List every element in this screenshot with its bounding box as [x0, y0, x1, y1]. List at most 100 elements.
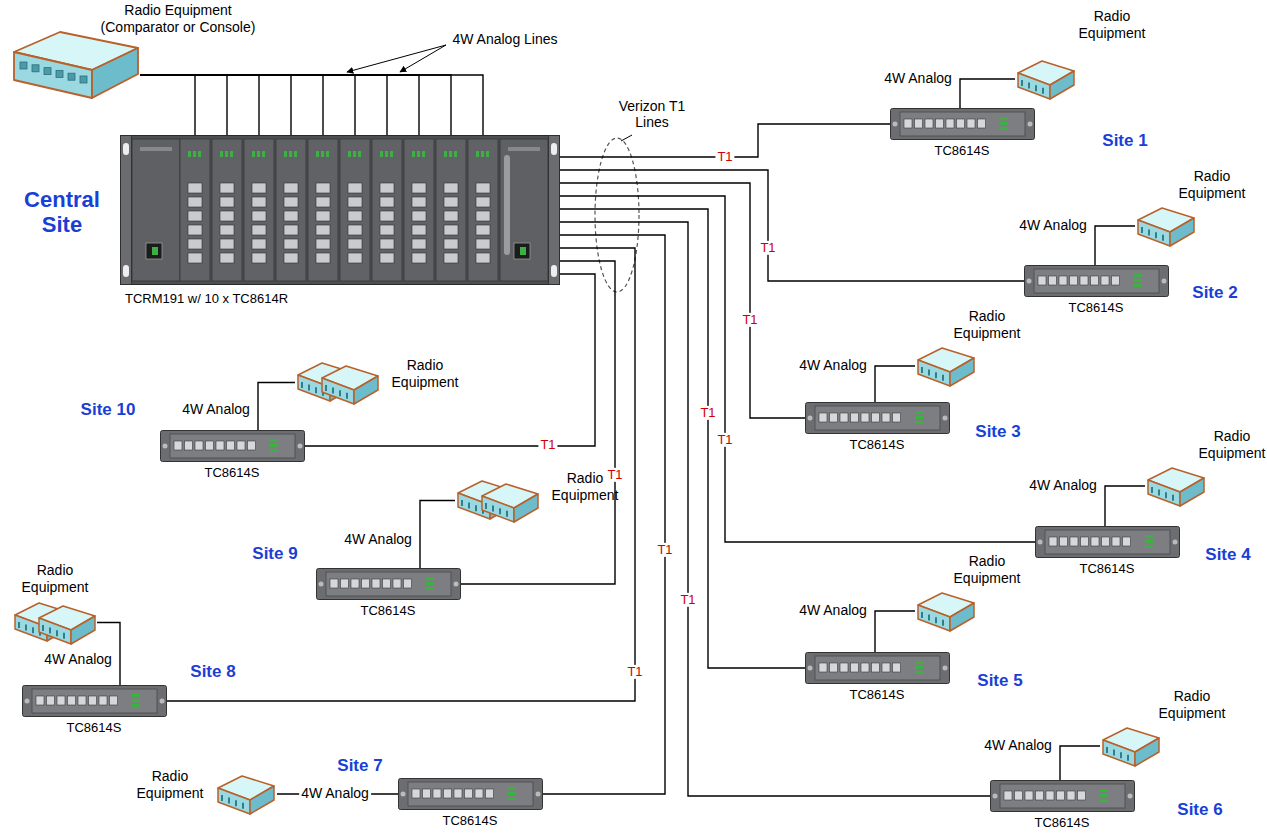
radio-unit	[918, 348, 974, 386]
card-port	[412, 239, 426, 249]
analog-line	[140, 75, 195, 135]
t1-label: T1	[655, 543, 674, 557]
tc-panel	[815, 406, 940, 430]
tc-led	[1145, 535, 1153, 538]
tc8614r-card	[436, 139, 466, 281]
device-icon	[805, 652, 950, 684]
t1-line	[560, 222, 990, 796]
tc8614s-unit: TC8614S	[22, 685, 167, 717]
tc8614r-card	[276, 139, 306, 281]
radio-unit	[218, 776, 274, 814]
tc-port	[851, 413, 859, 422]
device-icon	[805, 402, 950, 434]
tc-screw	[160, 699, 165, 704]
t1-bundle-ellipse	[595, 138, 639, 292]
power-module	[132, 139, 180, 281]
tc-port	[840, 663, 848, 672]
radio-port	[1021, 80, 1023, 86]
tc-screw	[1128, 794, 1133, 799]
tc-panel	[1045, 530, 1170, 554]
device-label: TCRM191 w/ 10 x TC8614R	[125, 291, 385, 306]
tc8614r-card	[180, 139, 210, 281]
radio-port	[1106, 747, 1108, 753]
tc-port	[946, 119, 954, 128]
tc-screw	[1173, 540, 1178, 545]
tc8614r-card	[404, 139, 434, 281]
analog-label: 4W Analog	[1017, 218, 1089, 233]
tc-port	[465, 789, 473, 798]
analog-label: 4W Analog	[1027, 478, 1099, 493]
radio-port	[1155, 232, 1157, 238]
t1-line	[461, 261, 615, 584]
tc-panel	[900, 112, 1025, 136]
rack-slot	[551, 143, 557, 155]
tc-port	[47, 696, 55, 705]
tc-port	[819, 663, 827, 672]
radio-equipment: Radio Equipment	[1145, 465, 1207, 507]
radio-port	[1165, 492, 1167, 498]
tc-led	[1134, 279, 1142, 282]
tc-port	[110, 696, 118, 705]
tc-port	[861, 663, 869, 672]
radio-port	[1028, 83, 1030, 89]
t1-line	[167, 248, 635, 701]
power-module	[500, 139, 548, 281]
tc-port	[1057, 791, 1065, 800]
radio-side	[514, 494, 538, 522]
tc-port	[195, 441, 203, 450]
radio-front	[918, 360, 950, 386]
card-port	[380, 225, 394, 235]
tc-port	[89, 696, 97, 705]
radio-port	[56, 70, 63, 77]
tc-port	[1078, 791, 1086, 800]
radio-unit	[918, 593, 974, 631]
tc8614s-unit: TC8614S	[1024, 265, 1169, 297]
device-label: TC8614S	[172, 465, 292, 480]
tc-port	[393, 579, 401, 588]
card-port	[316, 197, 330, 207]
radio-port	[1172, 495, 1174, 501]
card-led	[188, 151, 191, 157]
radio-port	[32, 627, 34, 633]
tc-port	[383, 579, 391, 588]
device-label: TC8614S	[1047, 561, 1167, 576]
card-port	[444, 183, 458, 193]
device-label: TC8614S	[902, 143, 1022, 158]
radio-unit	[39, 606, 95, 644]
radio-side	[71, 616, 95, 644]
tc-port	[237, 441, 245, 450]
device-icon	[890, 108, 1035, 140]
t1-line	[543, 235, 665, 794]
card-port	[316, 253, 330, 263]
t1-label: T1	[538, 438, 557, 452]
radio-equipment: Radio Equipment	[455, 478, 540, 523]
tc-chassis	[161, 431, 305, 462]
tc-screw	[454, 582, 459, 587]
radio-equipment: Radio Equipment	[915, 345, 977, 387]
card-port	[444, 197, 458, 207]
device-label: Radio Equipment	[1172, 168, 1252, 201]
card-led	[252, 151, 255, 157]
device-icon	[1135, 205, 1197, 247]
tc-led	[915, 411, 923, 414]
tc-led	[1000, 122, 1008, 125]
analog-line	[140, 75, 227, 135]
power-vent	[508, 147, 540, 151]
tc-screw	[893, 122, 898, 127]
tc-port	[404, 579, 412, 588]
radio-port	[921, 367, 923, 373]
radio-side	[950, 603, 974, 631]
tc-port	[206, 441, 214, 450]
radio-side	[250, 786, 274, 814]
tc-port	[1112, 276, 1120, 285]
tc-port	[99, 696, 107, 705]
tc-led	[426, 587, 434, 590]
t1-line	[560, 183, 805, 418]
power-switch	[514, 243, 530, 259]
tc-port	[872, 663, 880, 672]
device-label: TC8614S	[410, 813, 530, 828]
t1-label: T1	[715, 150, 734, 164]
tc-port	[915, 119, 923, 128]
card-port	[316, 183, 330, 193]
radio-port	[1127, 755, 1129, 761]
